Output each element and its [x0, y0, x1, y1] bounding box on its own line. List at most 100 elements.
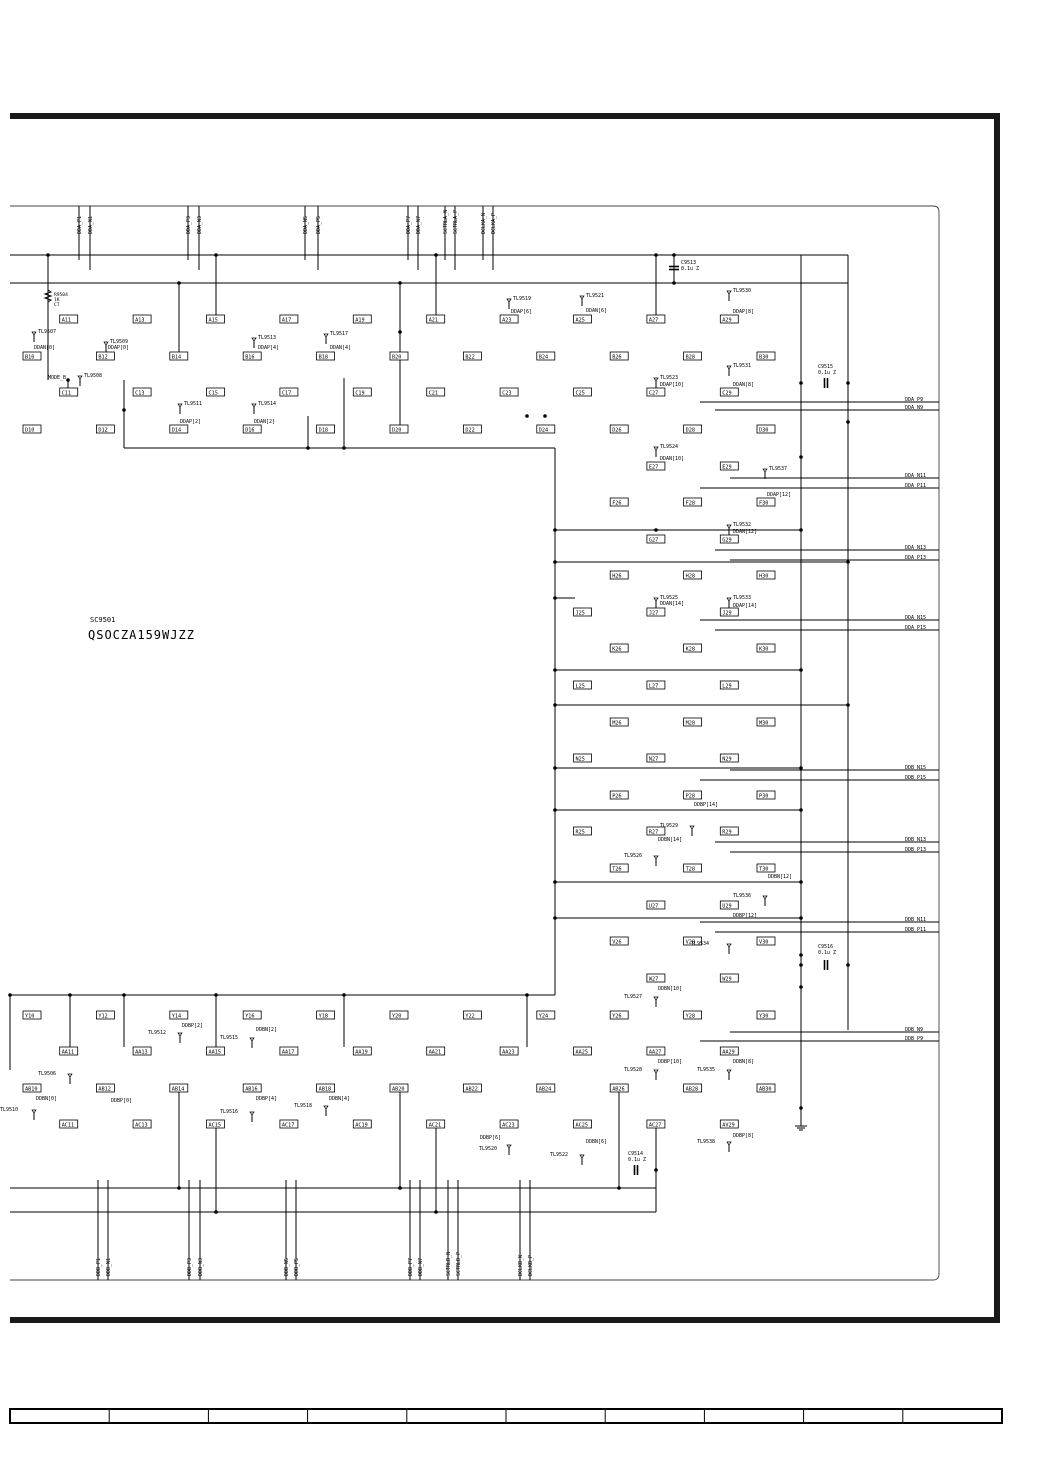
pin-label: Y22 [465, 1014, 474, 1020]
pin-p26: P26 [609, 790, 629, 800]
test-point: TL9509 [103, 339, 128, 352]
test-point-label: TL9513 [258, 335, 276, 341]
top-net-label: DDA_P3 [186, 216, 192, 234]
signal-label: DDBP[4] [256, 1096, 277, 1102]
pin-y22: Y22 [462, 1010, 482, 1020]
pin-n29: N29 [719, 753, 739, 763]
component-label: 0.1u Z [818, 950, 836, 956]
component-label: C9513 [681, 260, 696, 266]
pin-label: D30 [759, 428, 768, 434]
signal-label: DDBN[10] [658, 986, 682, 992]
test-point: TL9522 [550, 1152, 585, 1165]
pin-d10: D10 [22, 424, 42, 434]
pin-d24: D24 [536, 424, 556, 434]
pin-label: Y28 [686, 1014, 695, 1020]
pin-label: T28 [686, 867, 695, 873]
pin-ac21: AC21 [426, 1119, 446, 1129]
signal-label: DDAN[6] [586, 308, 607, 314]
pin-e27: E27 [646, 461, 666, 471]
pin-label: AC13 [135, 1123, 148, 1129]
pin-label: Y10 [25, 1014, 34, 1020]
pin-av29: AV29 [719, 1119, 739, 1129]
pin-label: Y12 [98, 1014, 107, 1020]
pin-label: B16 [245, 355, 254, 361]
pin-label: A21 [429, 318, 438, 324]
pin-label: B30 [759, 355, 768, 361]
pin-label: V26 [612, 940, 621, 946]
pin-p30: P30 [756, 790, 776, 800]
pin-label: K26 [612, 647, 621, 653]
pin-j29: J29 [719, 607, 739, 617]
pin-label: B26 [612, 355, 621, 361]
test-point: TL9530 [726, 288, 751, 301]
pin-y18: Y18 [316, 1010, 336, 1020]
pin-label: Y20 [392, 1014, 401, 1020]
test-point: TL9531 [726, 363, 751, 376]
part-number: QSOCZA159WJZZ [88, 628, 195, 642]
pin-a19: A19 [352, 314, 372, 324]
pin-label: Y18 [319, 1014, 328, 1020]
signal-label: DDAN[8] [733, 382, 754, 388]
pin-label: A19 [355, 318, 364, 324]
pin-c27: C27 [646, 387, 666, 397]
pin-c19: C19 [352, 387, 372, 397]
pin-label: D16 [245, 428, 254, 434]
pin-f30: F30 [756, 497, 776, 507]
pin-label: R25 [576, 830, 585, 836]
pin-ab20: AB20 [389, 1083, 409, 1093]
pin-aa21: AA21 [426, 1046, 446, 1056]
pin-label: AA23 [502, 1050, 514, 1056]
pin-label: AA29 [722, 1050, 735, 1056]
pin-label: L25 [576, 684, 585, 690]
pin-label: B12 [98, 355, 107, 361]
test-point: TL9511 [177, 401, 202, 414]
pin-p28: P28 [683, 790, 702, 800]
component-label: C9516 [818, 944, 833, 950]
pin-label: AC25 [576, 1123, 589, 1129]
signal-label: DDAP[12] [767, 492, 791, 498]
signal-label: DDAP[2] [180, 419, 201, 425]
pin-ac25: AC25 [573, 1119, 592, 1129]
component-label: C9515 [818, 364, 833, 370]
pin-ab26: AB26 [609, 1083, 629, 1093]
pin-label: B22 [465, 355, 474, 361]
pin-label: F28 [686, 501, 695, 507]
bottom-net-label: DDB_N1 [106, 1258, 112, 1276]
test-point: TL9535 [697, 1067, 732, 1080]
right-net-label: DDA_N9 [905, 405, 923, 411]
component-label: 0.1u Z [681, 266, 699, 272]
pin-label: K30 [759, 647, 768, 653]
test-point-label: TL9531 [733, 363, 751, 369]
bottom-net-label: DCLKB_P [528, 1255, 534, 1276]
pin-aa17: AA17 [279, 1046, 299, 1056]
pin-j27: J27 [646, 607, 666, 617]
pin-label: B20 [392, 355, 401, 361]
pin-label: B14 [172, 355, 181, 361]
junctions [8, 253, 850, 1214]
pin-label: U29 [722, 904, 731, 910]
pin-label: A23 [502, 318, 511, 324]
test-point-label: TL9517 [330, 331, 348, 337]
pin-aa15: AA15 [206, 1046, 225, 1056]
pin-k28: K28 [683, 643, 702, 653]
test-point: TL9508 [77, 373, 102, 386]
pin-label: D10 [25, 428, 34, 434]
signal-label: DDAP[14] [733, 603, 757, 609]
bottom-net-label: DDB_P5 [294, 1258, 300, 1276]
pin-label: Y26 [612, 1014, 621, 1020]
signal-label: DDAP[0] [108, 345, 129, 351]
test-point: TL9518 [294, 1103, 329, 1116]
test-point: TL9533 [726, 595, 751, 608]
pin-ab12: AB12 [96, 1083, 115, 1093]
pin-label: T30 [759, 867, 768, 873]
pin-aa27: AA27 [646, 1046, 666, 1056]
pin-y16: Y16 [242, 1010, 262, 1020]
test-point: TL9524 [653, 444, 678, 457]
right-net-label: DDA_N11 [905, 473, 926, 479]
pin-d20: D20 [389, 424, 409, 434]
bottom-net-label: DCLKB_N [518, 1255, 524, 1276]
pin-l25: L25 [573, 680, 592, 690]
pin-label: AA11 [62, 1050, 74, 1056]
pin-r27: R27 [646, 826, 666, 836]
